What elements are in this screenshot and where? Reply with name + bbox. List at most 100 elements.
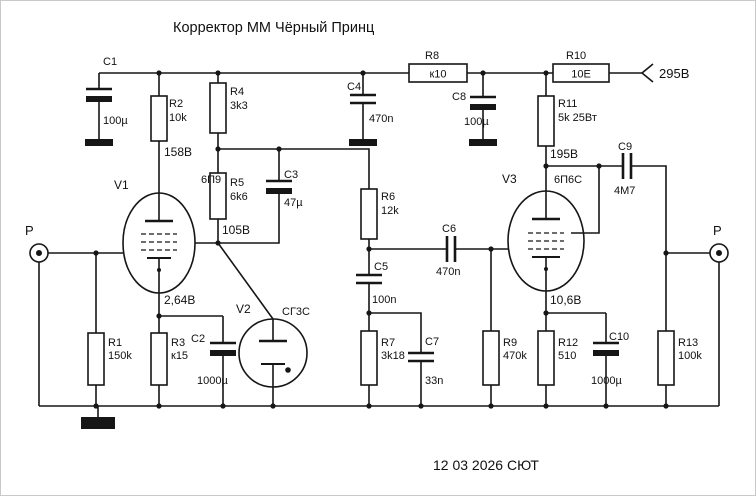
v1-ref-label: V1 [114,178,129,192]
v1-cathode-voltage: 2,64В [164,293,195,307]
v1-type-label: 6П9 [201,174,221,186]
ground-symbol-c8 [469,139,497,146]
resistor-r6: R6 12k [360,188,399,240]
tube-v2: V2 СГ3С [236,302,310,388]
resistor-r5: R5 6k6 [209,172,248,220]
resistor-r2: R2 10k [150,95,187,142]
v2-ref-label: V2 [236,302,251,316]
resistor-r8: R8 к10 [408,50,468,83]
v3-heater-dot [544,267,548,271]
r3-value-label: к15 [171,350,188,362]
c8-ref-label: C8 [452,91,466,103]
c7-value-label: 33n [425,375,443,387]
ground-symbol-c1 [85,139,113,146]
v1-heater-dot [157,268,161,272]
r7-value-label: 3k18 [381,350,405,362]
r11-value-label: 5k 25Вт [558,112,597,124]
resistor-r12: R12 510 [537,330,578,386]
v3-ref-label: V3 [502,172,517,186]
resistor-r1: R1 150k [87,332,132,386]
r5-ref-label: R5 [230,177,244,189]
date-note: 12 03 2026 СЮТ [433,457,539,473]
c6-value-label: 470n [436,266,460,278]
c9-value-label: 4М7 [614,185,635,197]
capacitor-c8: C8 100µ [452,91,496,128]
r6-value-label: 12k [381,205,399,217]
r10-ref-label: R10 [566,50,586,62]
schematic-title: Корректор ММ Чёрный Принц [173,20,374,36]
c4-ref-label: C4 [347,81,361,93]
c10-ref-label: C10 [609,331,629,343]
v2-type-label: СГ3С [282,306,310,318]
output-terminal: P [709,223,729,263]
junction-dots [93,70,669,409]
capacitor-c9: C9 4М7 [614,141,635,197]
input-terminal-label: P [25,223,34,238]
v3-type-label: 6П6С [554,174,582,186]
input-terminal: P [25,223,49,263]
capacitor-c3: C3 47µ [266,169,303,209]
c3-ref-label: C3 [284,169,298,181]
supply-voltage-label: 295В [659,66,689,81]
ground-symbol-main [81,417,115,429]
capacitor-c5: C5 100n [356,261,396,306]
r11-ref-label: R11 [558,98,577,110]
r2-value-label: 10k [169,112,187,124]
output-terminal-label: P [713,223,722,238]
r13-ref-label: R13 [678,337,698,349]
resistor-r10: R10 10Е [552,50,610,83]
v2-gas-dot [285,367,291,373]
resistor-r9: R9 470k [482,330,527,386]
tube-v3: V3 6П6С [502,172,585,292]
supply-terminal: 295В [640,63,689,83]
capacitor-c6: C6 470n [436,223,460,278]
r8-ref-label: R8 [425,50,439,62]
r4-value-label: 3k3 [230,100,248,112]
resistor-r7: R7 3k18 [360,330,405,386]
c5-value-label: 100n [372,294,396,306]
ground-symbol-c4 [349,139,377,146]
c5-ref-label: C5 [374,261,388,273]
tube-v1: V1 6П9 [114,174,221,294]
c1-ref-label: C1 [103,56,117,68]
r2-ref-label: R2 [169,98,183,110]
capacitor-c10: C10 1000µ [591,331,629,387]
circuit-wires [38,72,720,417]
c7-ref-label: C7 [425,336,439,348]
c4-value-label: 470n [369,113,393,125]
r9-ref-label: R9 [503,337,517,349]
resistor-r11: R11 5k 25Вт [537,95,597,147]
r5-value-label: 6k6 [230,191,248,203]
r13-value-label: 100k [678,350,702,362]
r1-value-label: 150k [108,350,132,362]
capacitor-c2: C2 1000µ [191,333,236,387]
r9-value-label: 470k [503,350,527,362]
capacitor-c7: C7 33n [408,336,443,387]
resistor-r3: R3 к15 [150,332,188,386]
v1-screen-voltage: 105В [222,223,250,237]
r7-ref-label: R7 [381,337,395,349]
c2-value-label: 1000µ [197,375,228,387]
r3-ref-label: R3 [171,337,185,349]
c8-value-label: 100µ [464,116,489,128]
r1-ref-label: R1 [108,337,122,349]
c10-value-label: 1000µ [591,375,622,387]
v3-plate-voltage: 195В [550,147,578,161]
r10-value-label: 10Е [571,69,591,81]
r4-ref-label: R4 [230,86,244,98]
ground-symbols [81,139,497,429]
voltage-annotations: 158В 105В 2,64В 195В 10,6В [164,145,581,307]
v3-cathode-voltage: 10,6В [550,293,581,307]
r6-ref-label: R6 [381,191,395,203]
c2-ref-label: C2 [191,333,205,345]
r12-value-label: 510 [558,350,576,362]
c9-ref-label: C9 [618,141,632,153]
c6-ref-label: C6 [442,223,456,235]
capacitor-c4: C4 470n [347,81,393,125]
c1-value-label: 100µ [103,115,128,127]
v1-plate-voltage: 158В [164,145,192,159]
resistor-r4: R4 3k3 [209,82,248,134]
r8-value-label: к10 [429,69,446,81]
